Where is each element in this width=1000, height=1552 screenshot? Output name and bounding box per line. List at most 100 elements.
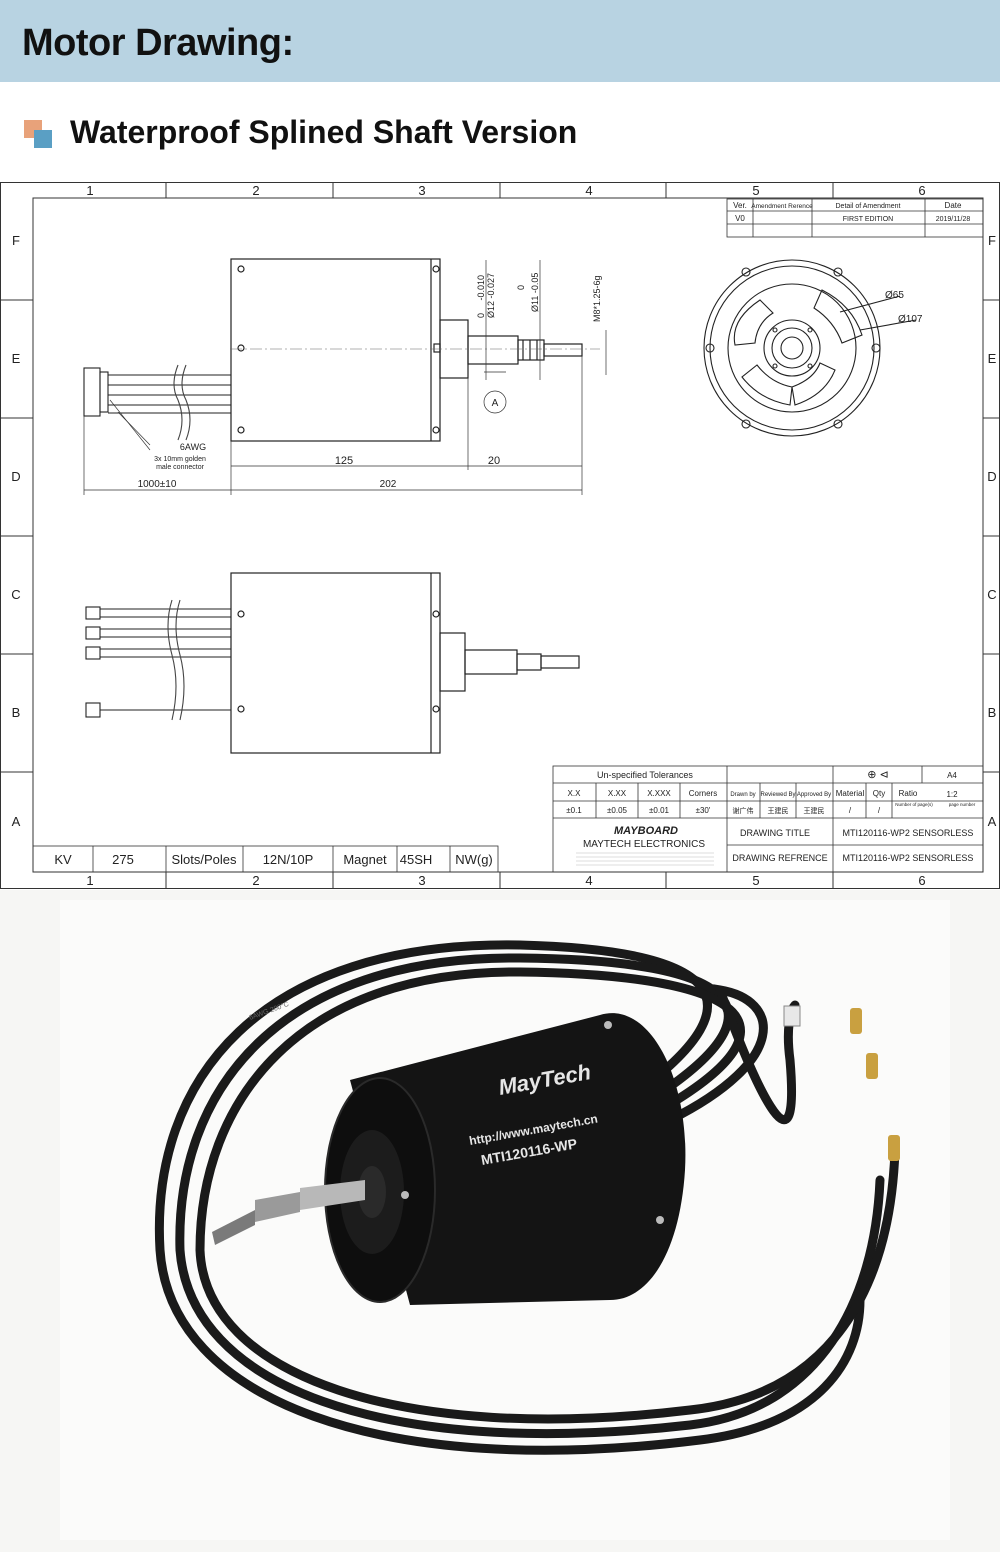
page-count-label: Number of page(s)	[895, 802, 933, 807]
spec-label: NW(g)	[455, 852, 493, 867]
spec-value: 12N/10P	[263, 852, 314, 867]
row-label: C	[987, 587, 996, 602]
title-block	[552, 765, 984, 873]
connector-note: 3x 10mm golden	[154, 456, 206, 463]
tol-value: ±0.1	[566, 806, 582, 815]
detail-label: A	[492, 398, 499, 409]
col-label: 5	[752, 183, 759, 198]
col-label: 6	[918, 183, 925, 198]
mat-header: Ratio	[899, 789, 918, 798]
drawing-ref-label: DRAWING REFRENCE	[732, 853, 827, 863]
drawing-ref: MTI120116-WP2 SENSORLESS	[843, 853, 974, 863]
row-label: F	[12, 233, 20, 248]
company-name: MAYTECH ELECTRONICS	[583, 839, 705, 850]
rev-date: 2019/11/28	[936, 216, 971, 223]
motor-product-photo: MayTech http://www.maytech.cn MTI120116-…	[0, 890, 1000, 1552]
square-bullet-icon-overlay	[34, 130, 52, 148]
motor-shaft	[212, 1180, 365, 1245]
tol-header: X.XXX	[647, 789, 671, 798]
spec-table	[32, 845, 499, 873]
row-label: E	[988, 351, 997, 366]
thread-spec: M8*1.25-6g	[592, 275, 602, 322]
row-label: E	[12, 351, 21, 366]
awg-label: 6AWG	[180, 442, 206, 452]
mat-value: /	[849, 806, 852, 815]
rev-header: Ver.	[733, 201, 747, 210]
drawing-title: MTI120116-WP2 SENSORLESS	[843, 828, 974, 838]
tol-header: X.X	[568, 789, 582, 798]
ratio-value: 1:2	[946, 790, 958, 799]
role-label: Reviewed By	[760, 792, 795, 798]
revision-table	[726, 198, 984, 238]
col-label: 1	[86, 183, 93, 198]
tolerance-12: 0 -0.010	[476, 275, 486, 318]
col-label: 2	[252, 873, 259, 888]
col-label: 3	[418, 183, 425, 198]
tol-value: ±0.05	[607, 806, 628, 815]
spec-label: Slots/Poles	[171, 852, 237, 867]
sheet-size: A4	[947, 771, 957, 780]
mat-header: Material	[836, 789, 865, 798]
spec-value: 45SH	[400, 852, 433, 867]
motor-end-view	[703, 259, 917, 437]
motor-technical-drawing: 1 2 3 4 5 6 1 2 3 4 5 6 F E D C B A F E …	[0, 182, 1000, 889]
bullet-connectors	[783, 1005, 900, 1161]
tolerance-11b: Ø11 -0.05	[530, 273, 540, 312]
row-label: D	[11, 469, 20, 484]
col-label: 4	[585, 873, 592, 888]
dim-20: 20	[488, 455, 500, 467]
col-label: 1	[86, 873, 93, 888]
col-label: 6	[918, 873, 925, 888]
spec-value: 275	[112, 852, 134, 867]
dim-phi65: Ø65	[885, 290, 904, 301]
motor-body	[324, 1013, 686, 1305]
motor-side-view-bottom	[230, 572, 580, 754]
dim-phi107: Ø107	[898, 314, 923, 325]
fine-print-lines	[576, 852, 714, 866]
role-label: Approved By	[797, 792, 831, 798]
tolerance-title: Un-specified Tolerances	[597, 770, 693, 780]
col-label: 5	[752, 873, 759, 888]
projection-symbol-icon: ⊕ ⊲	[867, 769, 889, 781]
power-cables	[154, 940, 900, 1455]
row-label: B	[12, 705, 21, 720]
col-label: 4	[585, 183, 592, 198]
rev-version: V0	[735, 214, 745, 223]
col-label: 2	[252, 183, 259, 198]
connector-note: male connector	[156, 464, 205, 471]
dim-1000: 1000±10	[138, 479, 177, 490]
tol-header: X.XX	[608, 789, 627, 798]
role-label: Drawn by	[730, 792, 755, 798]
dim-125: 125	[335, 455, 353, 467]
rev-detail: FIRST EDITION	[843, 216, 893, 223]
row-label: D	[987, 469, 996, 484]
role-name: 王建民	[768, 806, 789, 815]
rev-header: Date	[945, 201, 962, 210]
page-title: Motor Drawing:	[22, 22, 294, 64]
mat-header: Qty	[873, 789, 885, 798]
row-label: A	[988, 814, 997, 829]
mat-value: /	[878, 806, 881, 815]
drawing-title-label: DRAWING TITLE	[740, 828, 810, 838]
row-label: F	[988, 233, 996, 248]
role-name: 王建民	[804, 806, 825, 815]
spec-label: Magnet	[343, 852, 387, 867]
col-label: 3	[418, 873, 425, 888]
tol-value: ±30'	[696, 806, 711, 815]
dim-202: 202	[380, 479, 397, 490]
role-name: 谢广伟	[733, 806, 754, 815]
tol-header: Corners	[689, 789, 717, 798]
cable-bundle-bottom	[85, 599, 231, 721]
page-number-label: page number	[949, 802, 976, 807]
rev-header: Detail of Amendment	[836, 203, 901, 210]
tolerance-12b: Ø12 -0.027	[486, 273, 496, 318]
cable-bundle-top	[83, 364, 231, 441]
header-bar: Motor Drawing:	[0, 0, 1000, 82]
tol-value: ±0.01	[649, 806, 670, 815]
row-label: B	[988, 705, 997, 720]
row-label: C	[11, 587, 20, 602]
spec-label: KV	[54, 852, 72, 867]
brand-logo: MAYBOARD	[614, 825, 678, 837]
row-label: A	[12, 814, 21, 829]
rev-header: Amendment Rerence	[751, 203, 813, 210]
